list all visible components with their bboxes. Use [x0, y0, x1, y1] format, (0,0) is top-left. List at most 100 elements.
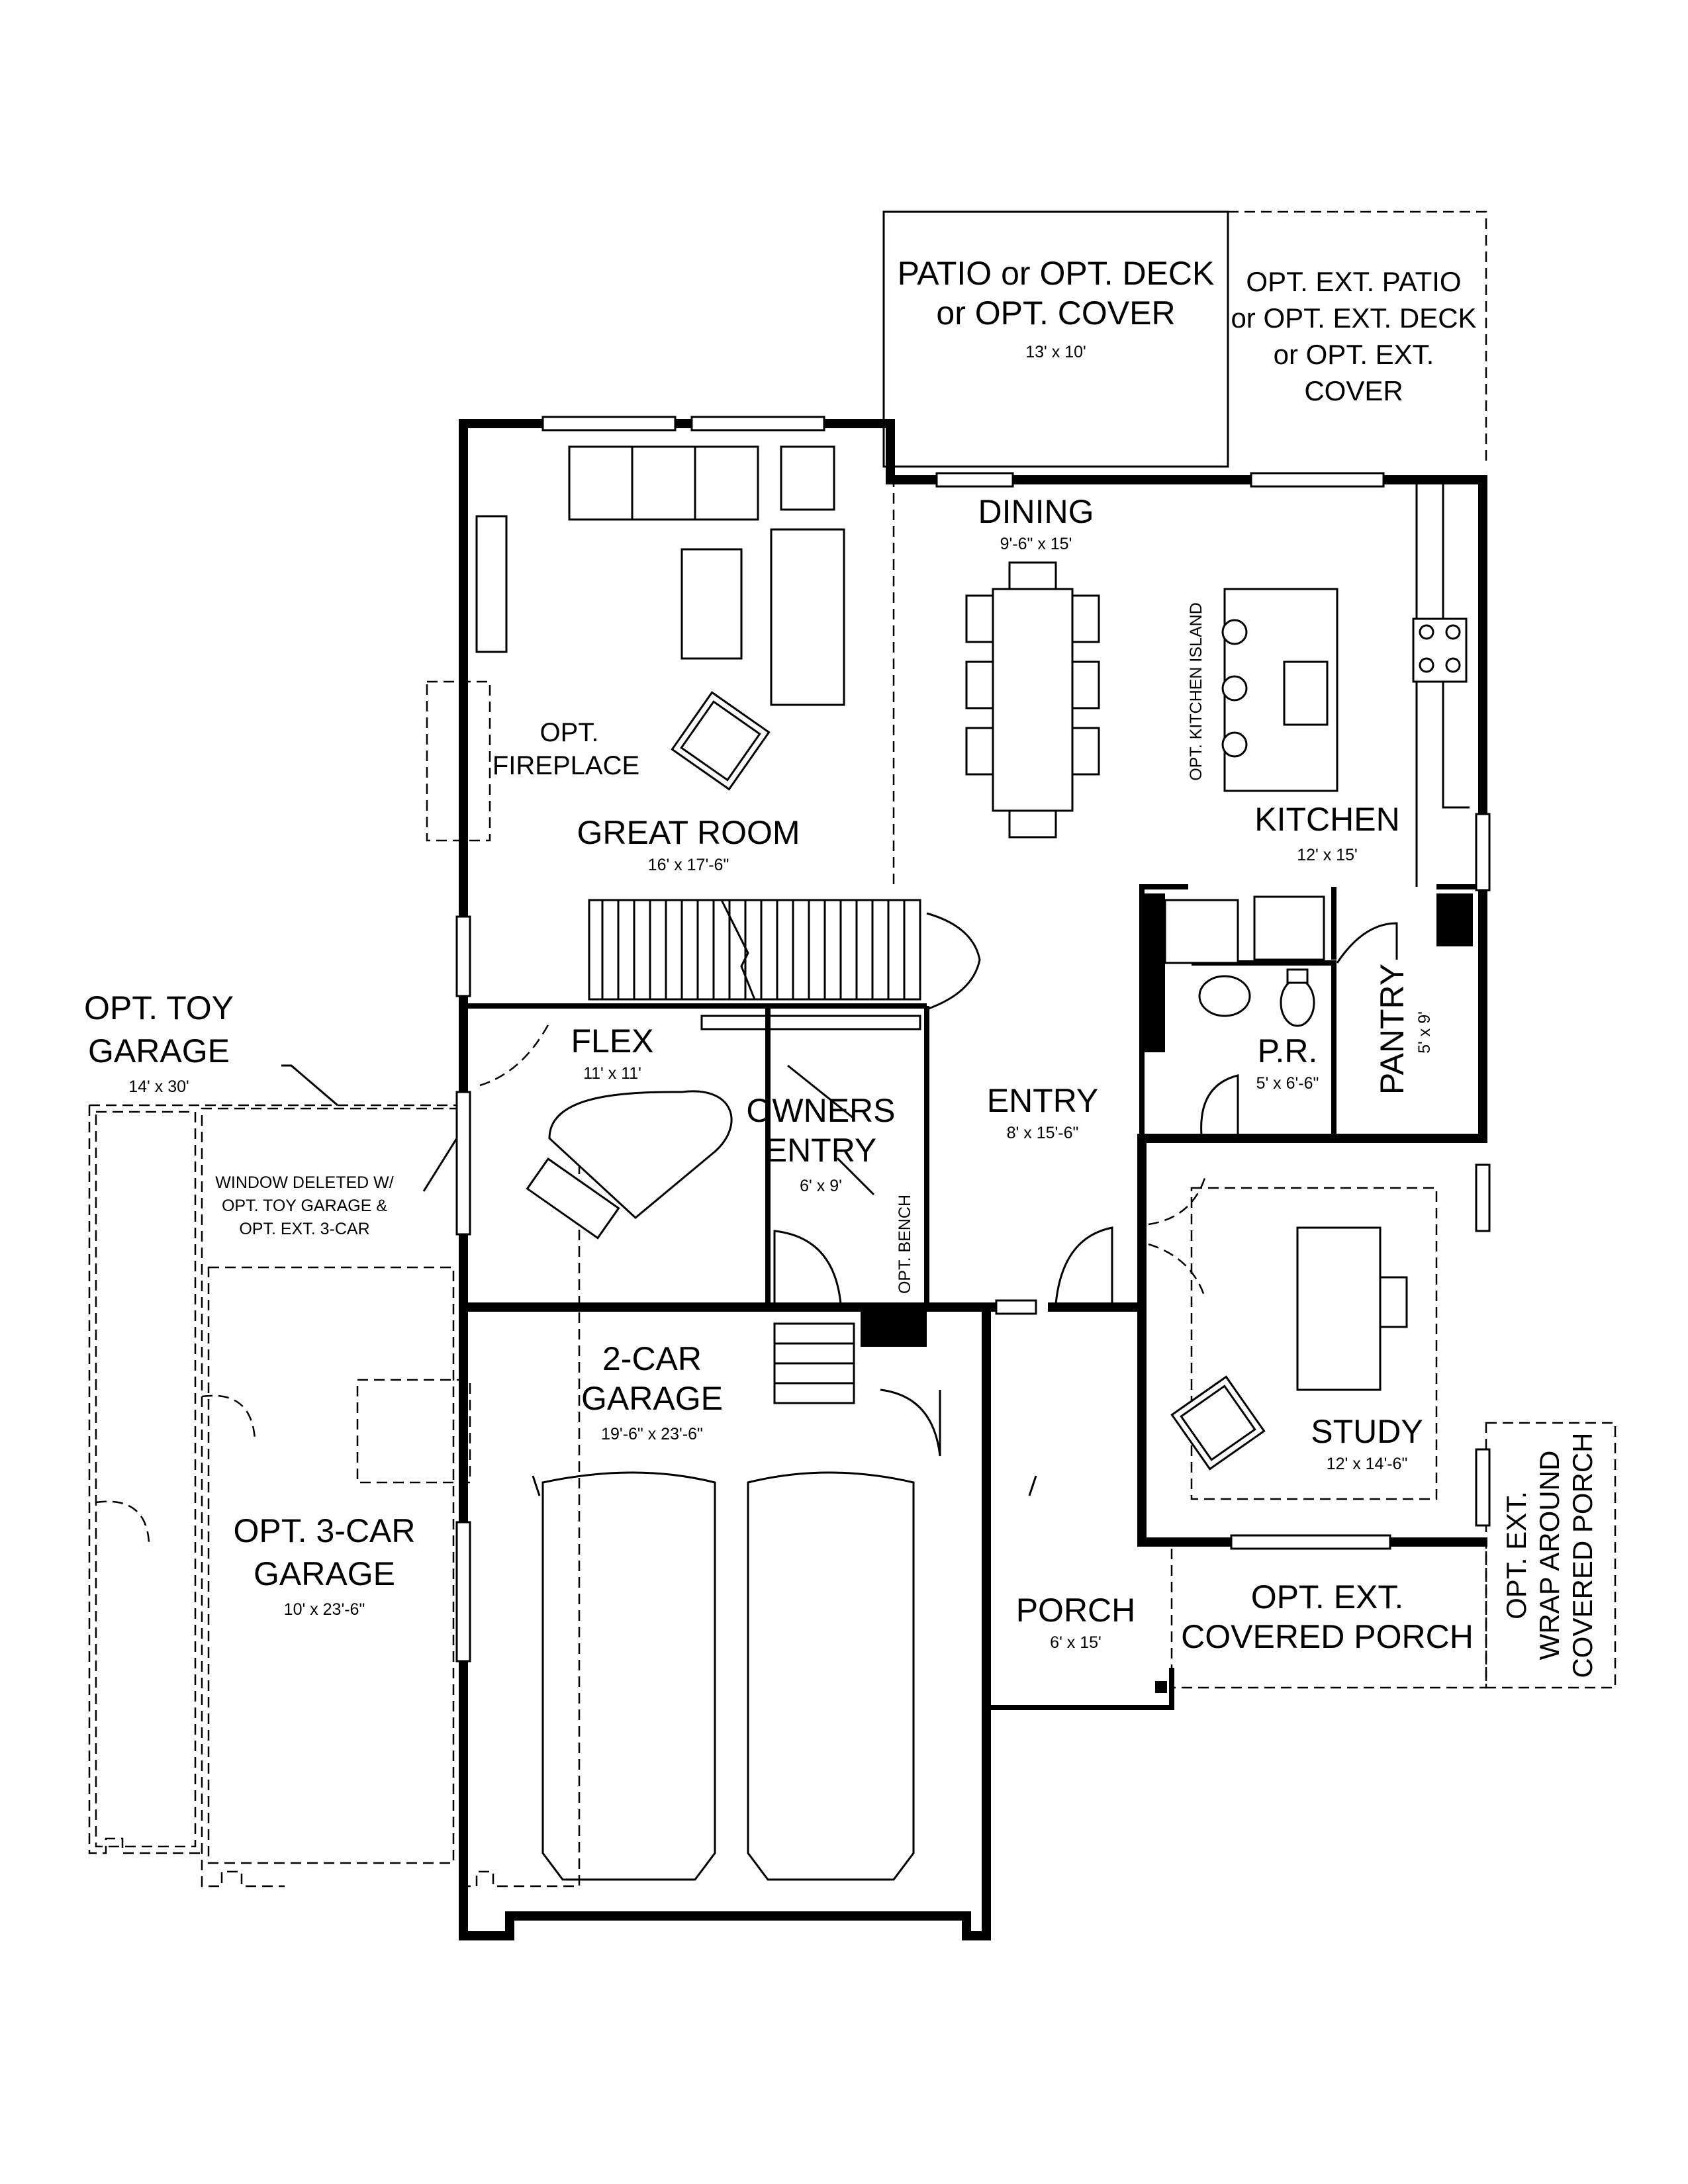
dining-label: DINING	[978, 493, 1094, 530]
door-swings	[95, 922, 1398, 1543]
pantry-pr-walls	[1139, 884, 1483, 1138]
study-label: STUDY	[1311, 1413, 1423, 1450]
opt-toy-garage-label-2: GARAGE	[88, 1032, 230, 1069]
entry-dims: 8' x 15'-6"	[1007, 1124, 1079, 1142]
patio-dims: 13' x 10'	[1025, 343, 1086, 361]
opt-ext-covered-porch-label: OPT. EXT.	[1251, 1578, 1404, 1615]
two-car-garage-label: 2-CAR	[602, 1340, 702, 1377]
dining-table	[992, 588, 1074, 812]
opt-ext-covered-porch-outline	[1170, 1549, 1487, 1689]
furniture	[475, 445, 1470, 1496]
opt-ext-patio-label: OPT. EXT. PATIO	[1246, 266, 1461, 297]
pr-sink	[1198, 975, 1251, 1017]
great-room-label: GREAT ROOM	[577, 814, 800, 851]
porch-label: PORCH	[1016, 1592, 1136, 1629]
opt-toy-garage-label: OPT. TOY	[84, 989, 234, 1026]
opt-three-car-garage-label: OPT. 3-CAR	[233, 1512, 415, 1549]
porch-dims: 6' x 15'	[1050, 1633, 1102, 1652]
kitchen-counter	[1415, 480, 1470, 887]
pantry-walls	[1192, 887, 1336, 1138]
window-note-label: WINDOW DELETED W/	[215, 1173, 393, 1192]
kitchen-sink	[1283, 660, 1329, 726]
stairs	[588, 899, 981, 1011]
window-study-side-2	[1475, 1448, 1491, 1527]
opt-fireplace-label-2: FIREPLACE	[492, 751, 639, 780]
grand-piano	[548, 1090, 733, 1219]
window-kitchen-side	[1475, 813, 1491, 891]
window-study-side	[1475, 1163, 1491, 1232]
staircase	[588, 899, 921, 1001]
window-flex-side	[455, 1091, 471, 1236]
car-bay-right	[747, 1471, 915, 1881]
pantry-label: PANTRY	[1374, 964, 1411, 1095]
windows	[455, 416, 1491, 1662]
loveseat	[770, 528, 845, 706]
optional-areas	[88, 210, 1617, 1888]
window-great-room-1	[541, 416, 677, 432]
patio-label-2: or OPT. COVER	[936, 295, 1175, 332]
coffee-table	[680, 548, 743, 660]
garage-steps	[773, 1322, 855, 1404]
opt-bench-label: OPT. BENCH	[896, 1195, 914, 1294]
study-desk	[1296, 1226, 1382, 1391]
opt-three-car-garage-label-2: GARAGE	[254, 1555, 395, 1592]
pantry-dims: 5' x 9'	[1415, 1011, 1434, 1054]
study-rug-outline	[1190, 1187, 1438, 1500]
flex-owners-entry-walls	[463, 1003, 929, 1307]
opt-toy-garage-dims: 14' x 30'	[128, 1077, 189, 1096]
kitchen-label: KITCHEN	[1254, 801, 1399, 838]
side-chair	[780, 445, 835, 511]
armchair	[671, 691, 771, 791]
opt-ext-wrap-porch-outline	[1485, 1422, 1617, 1689]
opt-ext-covered-porch-label-2: COVERED PORCH	[1181, 1618, 1474, 1655]
opt-three-car-garage-dims: 10' x 23'-6"	[284, 1600, 365, 1619]
window-kitchen-rear	[1250, 472, 1385, 488]
garage-doors	[541, 1322, 915, 1881]
tv-console	[475, 515, 508, 653]
door-patio	[935, 472, 1014, 488]
patio-outline	[882, 210, 1229, 468]
opt-ext-wrap-porch-label: OPT. EXT.	[1501, 1491, 1532, 1619]
two-car-garage-label-2: GARAGE	[581, 1380, 723, 1417]
toy-garage-leader	[281, 1064, 338, 1107]
window-great-room-2	[690, 416, 825, 432]
car-bay-left	[541, 1471, 716, 1881]
opt-three-car-inner	[207, 1266, 455, 1864]
opt-fireplace-label: OPT.	[540, 718, 599, 747]
opt-fireplace-outline	[426, 680, 491, 842]
owners-entry-dims: 6' x 9'	[800, 1177, 842, 1195]
window-study-front	[1230, 1534, 1391, 1550]
opt-ext-patio-outline	[1227, 210, 1487, 467]
pantry-shelf	[1164, 899, 1239, 964]
opt-garage-door-box	[356, 1379, 471, 1484]
window-entry-front	[995, 1299, 1037, 1315]
opt-ext-patio-label-4: COVER	[1304, 375, 1403, 406]
porch-wall	[984, 1668, 1174, 1936]
labels: PATIO or OPT. DECK or OPT. COVER 13' x 1…	[84, 255, 1598, 1678]
opt-kitchen-island-label: OPT. KITCHEN ISLAND	[1187, 602, 1205, 781]
window-note-label-2: OPT. TOY GARAGE &	[222, 1197, 387, 1215]
great-room-dims: 16' x 17'-6"	[648, 856, 729, 874]
pr-wall-block	[1142, 893, 1165, 1052]
porch-post	[1155, 1681, 1167, 1693]
dining-dims: 9'-6" x 15'	[1000, 535, 1072, 553]
desk-chair	[1379, 1276, 1408, 1328]
window-note-label-3: OPT. EXT. 3-CAR	[239, 1220, 369, 1238]
window-great-room-side	[455, 915, 471, 997]
two-car-garage-dims: 19'-6" x 23'-6"	[601, 1425, 703, 1443]
entry-door-swing	[926, 912, 981, 1011]
garage-column	[861, 1307, 927, 1347]
study-dims: 12' x 14'-6"	[1327, 1455, 1408, 1473]
pr-toilet	[1280, 978, 1315, 1027]
garage-walls	[459, 1302, 991, 1940]
opt-toy-garage-inner	[95, 1111, 197, 1848]
owners-entry-label-2: ENTRY	[765, 1132, 877, 1169]
sofa	[568, 445, 759, 521]
window-garage-side	[455, 1521, 471, 1662]
opt-ext-wrap-porch-label-3: COVERED PORCH	[1567, 1432, 1598, 1678]
pr-label: P.R.	[1258, 1032, 1318, 1069]
flex-label: FLEX	[571, 1023, 653, 1060]
entry-label: ENTRY	[987, 1082, 1099, 1119]
opt-ext-patio-label-2: or OPT. EXT. DECK	[1231, 302, 1476, 334]
